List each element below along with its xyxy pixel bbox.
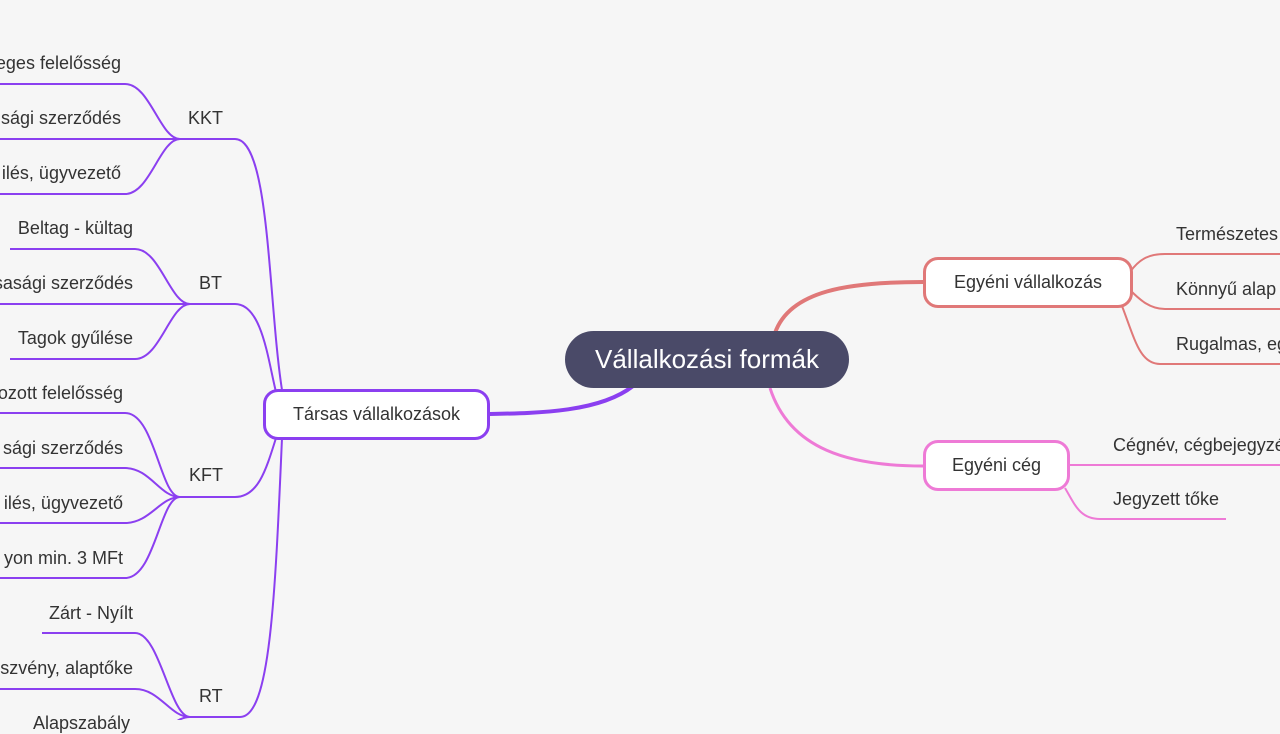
connector-kft-1 (0, 412, 181, 498)
connector-ev-2 (1129, 289, 1280, 310)
group-bt[interactable]: BT (199, 273, 223, 293)
leaf-bt-2[interactable]: sasági szerződés (0, 273, 133, 293)
leaf-rt-2[interactable]: szvény, alaptőke (0, 658, 133, 678)
central-topic[interactable]: Vállalkozási formák (565, 331, 849, 388)
connector-central-egyeni-ceg (768, 387, 924, 468)
connector-kkt (180, 138, 283, 391)
connector-kft-2 (0, 467, 181, 498)
group-kkt[interactable]: KKT (188, 108, 224, 128)
leaf-rt-1[interactable]: Zárt - Nyílt (49, 603, 133, 623)
leaf-kkt-3[interactable]: ilés, ügyvezető (1, 163, 121, 183)
group-kft[interactable]: KFT (189, 465, 223, 485)
leaf-kft-2[interactable]: sági szerződés (2, 438, 123, 458)
leaf-kkt-2[interactable]: sági szerződés (0, 108, 121, 128)
connector-central-egyeni-vallalkozas (773, 280, 924, 334)
connector-ev-3 (1121, 305, 1280, 365)
connector-rt-1 (42, 632, 191, 718)
connector-ev-1 (1129, 253, 1280, 273)
connector-rt-2 (0, 688, 191, 718)
connector-kft-4 (0, 496, 181, 579)
connector-bt (190, 303, 277, 393)
group-rt[interactable]: RT (199, 686, 223, 706)
leaf-bt-1[interactable]: Beltag - kültag (17, 218, 133, 238)
connector-rt-3 (176, 716, 191, 720)
connector-kft-3 (0, 496, 181, 524)
connector-bt-1 (10, 248, 191, 305)
leaf-kkt-1[interactable]: eges felelősség (0, 53, 121, 73)
leaf-kft-4[interactable]: yon min. 3 MFt (3, 548, 123, 568)
node-tarsas-vallalkozasok[interactable]: Társas vállalkozások (263, 389, 490, 440)
connector-kft (180, 437, 277, 498)
connector-ec-2 (1064, 487, 1226, 520)
leaf-rt-3[interactable]: Alapszabály (33, 713, 131, 733)
connector-kkt-1 (0, 83, 181, 140)
connector-kkt-3 (0, 138, 181, 195)
leaf-ev-1[interactable]: Természetes (1176, 224, 1279, 244)
node-egyeni-ceg[interactable]: Egyéni cég (923, 440, 1070, 491)
leaf-ev-2[interactable]: Könnyű alap (1176, 279, 1277, 299)
leaf-ec-1[interactable]: Cégnév, cégbejegyzé (1113, 435, 1280, 455)
connector-central-tarsas (488, 384, 635, 416)
leaf-ec-2[interactable]: Jegyzett tőke (1113, 489, 1220, 509)
leaf-bt-3[interactable]: Tagok gyűlése (17, 328, 133, 348)
connector-bt-3 (10, 303, 191, 360)
node-egyeni-vallalkozas[interactable]: Egyéni vállalkozás (923, 257, 1133, 308)
leaf-kft-1[interactable]: ozott felelősség (0, 383, 123, 403)
leaf-ev-3[interactable]: Rugalmas, eg (1176, 334, 1280, 354)
leaf-kft-3[interactable]: ilés, ügyvezető (3, 493, 123, 513)
connector-rt (190, 437, 283, 718)
